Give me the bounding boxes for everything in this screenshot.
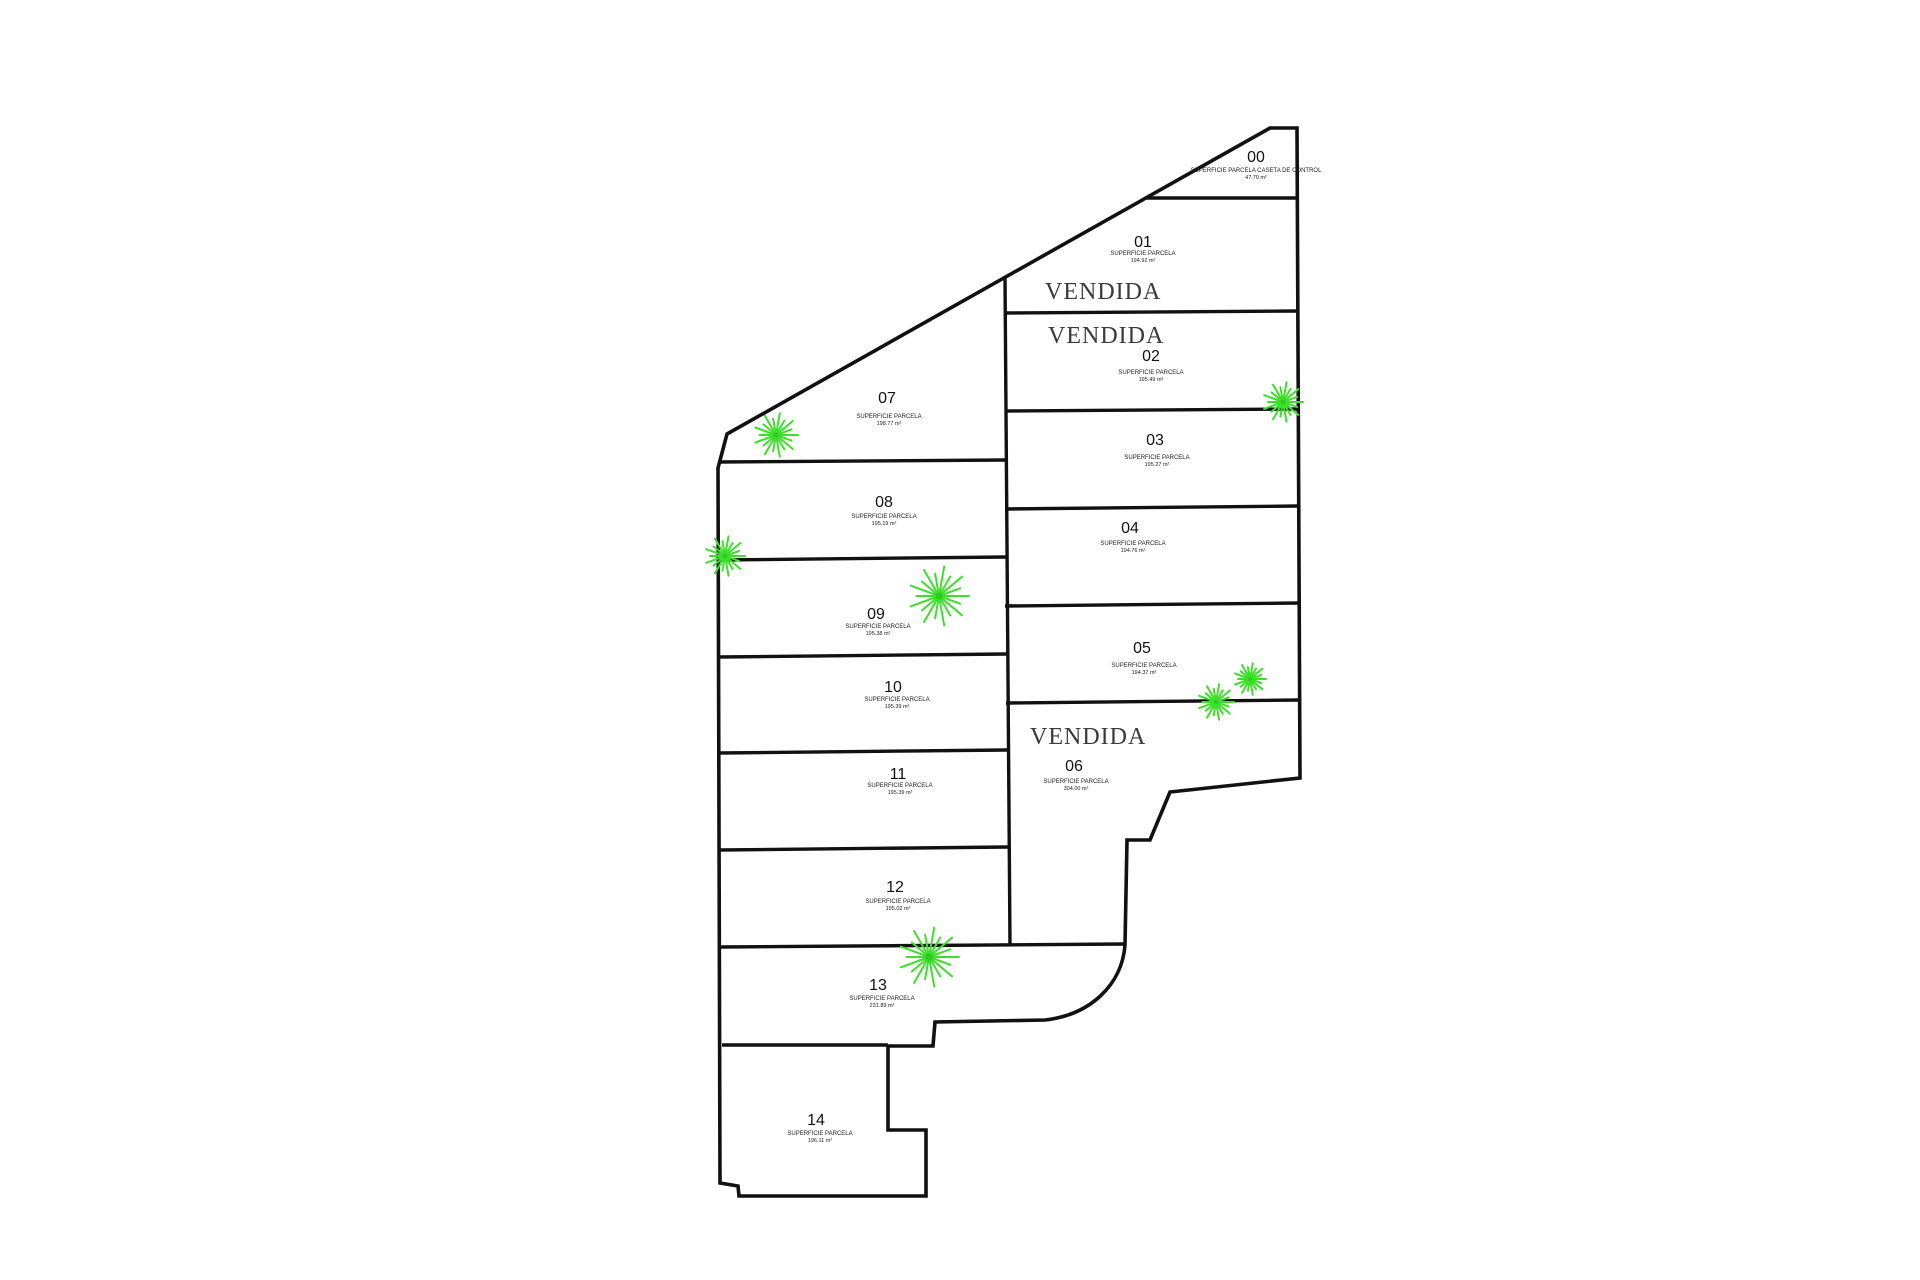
lot-number: 12 [886,879,904,896]
lot-area: 304.00 m² [1064,786,1089,792]
palm-tree-icon [1198,683,1235,721]
lot-caption: SUPERFICIE PARCELA [851,514,916,520]
lot-06-label: 06 SUPERFICIE PARCELA 304.00 m² [1043,758,1108,792]
divider-11-12 [719,845,1009,852]
lot-number: 01 [1134,234,1152,251]
lot-area: 195.49 m² [1139,377,1164,383]
lot-caption: SUPERFICIE PARCELA [1043,779,1108,785]
lot-10-label: 10 SUPERFICIE PARCELA 195.39 m² [864,679,929,710]
lot-area: 195.27 m² [1145,462,1170,468]
palm-tree-icon [1234,662,1267,696]
lot-04-label: 04 SUPERFICIE PARCELA 194.76 m² [1100,520,1165,554]
divider-07-08 [717,458,1007,464]
lot-number: 04 [1121,520,1139,537]
palm-tree-icon [754,412,799,458]
lot-area: 196.11 m² [808,1138,833,1144]
lot-caption: SUPERFICIE PARCELA [865,899,930,905]
lot-caption: SUPERFICIE PARCELA [1110,251,1175,257]
lot-caption: SUPERFICIE PARCELA [845,624,910,630]
lot-number: 06 [1065,758,1083,775]
lot-14-label: 14 SUPERFICIE PARCELA 196.11 m² [787,1112,852,1144]
lot-area: 195.19 m² [872,521,897,527]
lot-01-label: 01 SUPERFICIE PARCELA 194.92 m² [1110,234,1175,264]
lot-area: 47.70 m² [1245,175,1267,181]
divider-08-09 [717,555,1007,562]
lot-caption: SUPERFICIE PARCELA [867,783,932,789]
palm-tree-icon [909,565,970,627]
lot-area: 194.37 m² [1132,670,1157,676]
lot-caption: SUPERFICIE PARCELA [1124,455,1189,461]
divider-03-04 [1004,504,1299,511]
lot-caption: SUPERFICIE PARCELA [864,697,929,703]
site-boundary [716,126,1302,1198]
sold-label-lot-01: VENDIDA [1045,279,1161,305]
lot-area: 195.02 m² [886,906,911,912]
lot-caption: SUPERFICIE PARCELA [849,996,914,1002]
lot-number: 03 [1146,432,1164,449]
lot-number: 14 [807,1112,825,1129]
lot-00-label: 00 SUPERFICIE PARCELA CASETA DE CONTROL … [1191,149,1322,181]
lot-number: 10 [884,679,902,696]
lot-caption: SUPERFICIE PARCELA [1111,663,1176,669]
lot-area: 195.39 m² [888,790,913,796]
palm-tree-icon [899,926,960,988]
lot-area: 194.92 m² [1131,258,1156,264]
lot-area: 195.39 m² [885,704,910,710]
divider-04-05 [1004,601,1300,608]
lot-number: 00 [1247,149,1265,166]
lot-number: 13 [869,977,887,994]
lot-03-label: 03 SUPERFICIE PARCELA 195.27 m² [1124,432,1189,468]
lot-08-label: 08 SUPERFICIE PARCELA 195.19 m² [851,494,916,527]
lot-caption: SUPERFICIE PARCELA [1100,541,1165,547]
divider-10-11 [718,748,1008,755]
lot-area: 231.89 m² [870,1003,895,1009]
lot-02-label: 02 SUPERFICIE PARCELA 195.49 m² [1118,348,1183,383]
lot-number: 09 [867,606,885,623]
sold-label-lot-06: VENDIDA [1030,724,1146,750]
lot-caption: SUPERFICIE PARCELA [1118,370,1183,376]
divider-01-02 [1004,309,1299,315]
lot-07-label: 07 SUPERFICIE PARCELA 198.77 m² [856,390,921,427]
lot-caption: SUPERFICIE PARCELA CASETA DE CONTROL [1191,168,1322,174]
lot-caption: SUPERFICIE PARCELA [787,1131,852,1137]
center-spine [1003,277,1012,946]
palm-trees [705,381,1304,988]
divider-09-10 [718,652,1008,659]
lot-number: 07 [878,390,896,407]
divider-05-06 [1005,698,1300,705]
lot-12-label: 12 SUPERFICIE PARCELA 195.02 m² [865,879,930,912]
lot-area: 194.76 m² [1121,548,1146,554]
lot-13-label: 13 SUPERFICIE PARCELA 231.89 m² [849,977,914,1009]
divider-02-03 [1004,407,1299,413]
lot-number: 08 [875,494,893,511]
lot-area: 198.77 m² [877,421,902,427]
lot-05-label: 05 SUPERFICIE PARCELA 194.37 m² [1111,640,1176,676]
palm-tree-icon [1263,381,1304,423]
lot-11-label: 11 SUPERFICIE PARCELA 195.39 m² [867,766,932,796]
lot-caption: SUPERFICIE PARCELA [856,414,921,420]
lot-number: 02 [1142,348,1160,365]
lot-09-label: 09 SUPERFICIE PARCELA 195.38 m² [845,606,910,637]
lot-number: 05 [1133,640,1151,657]
palm-tree-icon [705,535,746,577]
lot-number: 11 [890,766,907,783]
lot-area: 195.38 m² [866,631,891,637]
sold-label-lot-02: VENDIDA [1048,323,1164,349]
